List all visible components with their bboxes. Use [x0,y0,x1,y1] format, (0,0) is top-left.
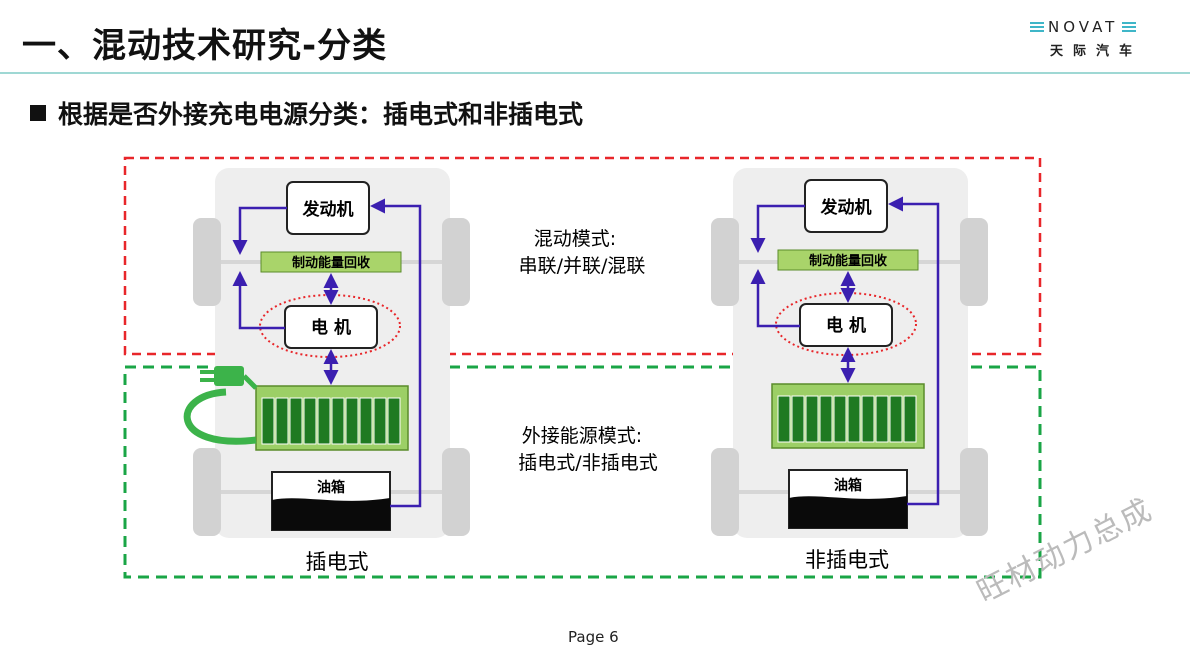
caption-plugin: 插电式 [306,550,369,574]
wheel [193,218,221,306]
motor-label: 电 机 [826,315,866,336]
page-title: 一、混动技术研究-分类 [22,26,388,66]
page-number: Page 6 [568,628,619,646]
engine-to-regen-arrow [750,204,805,253]
fuel-level [789,496,907,528]
charging-cable [183,388,257,445]
wheel [442,218,470,306]
engine-to-regen-arrow [232,206,287,255]
regen-label: 制动能量回收 [292,255,371,271]
tank-to-engine-arrow [888,196,940,506]
logo-bars-icon [1030,22,1044,32]
regen-bar [777,249,919,271]
fuel-level [272,498,390,530]
logo-en-text: NOVAT [1048,18,1119,36]
regen-label: 制动能量回收 [809,253,888,269]
section-heading-text: 根据是否外接充电电源分类：插电式和非插电式 [58,100,584,129]
square-bullet-icon [30,105,46,121]
tank-label: 油箱 [317,479,345,496]
car-plugin: 发动机 制动能量回收 电 机 油箱 [183,168,470,574]
logo-bars-icon [1122,22,1137,32]
motor-to-regen-arrow [232,271,285,330]
hybrid-mode-types: 串联/并联/混联 [519,255,646,277]
wheel [960,218,988,306]
wheel [960,448,988,536]
engine-label: 发动机 [302,199,354,220]
external-mode-types: 插电式/非插电式 [518,452,657,474]
section-heading: 根据是否外接充电电源分类：插电式和非插电式 [30,95,583,131]
plug-icon [200,366,258,390]
car-nonplugin: 发动机 制动能量回收 电 机 油箱 非插电式 [711,168,988,572]
logo-wordmark: NOVAT [1030,18,1170,36]
battery-cells [777,395,917,443]
motor-to-regen-arrow [750,269,800,328]
hybrid-mode-title: 混动模式: [534,228,616,250]
wheel [711,218,739,306]
regen-bar [260,251,402,273]
battery-cells [261,397,401,445]
wheel [442,448,470,536]
wheel [193,448,221,536]
hybrid-mode-zone [123,156,1042,356]
caption-nonplugin: 非插电式 [805,548,889,572]
external-mode-title: 外接能源模式: [522,425,642,447]
tank-label: 油箱 [834,477,862,494]
brand-logo: NOVAT 天际汽车 [1030,18,1170,59]
title-divider [0,72,1190,74]
logo-cn-text: 天际汽车 [1050,44,1143,59]
motor-label: 电 机 [311,317,351,338]
engine-label: 发动机 [820,197,872,218]
tank-to-engine-arrow [370,198,422,508]
wheel [711,448,739,536]
external-energy-zone [123,365,1042,579]
